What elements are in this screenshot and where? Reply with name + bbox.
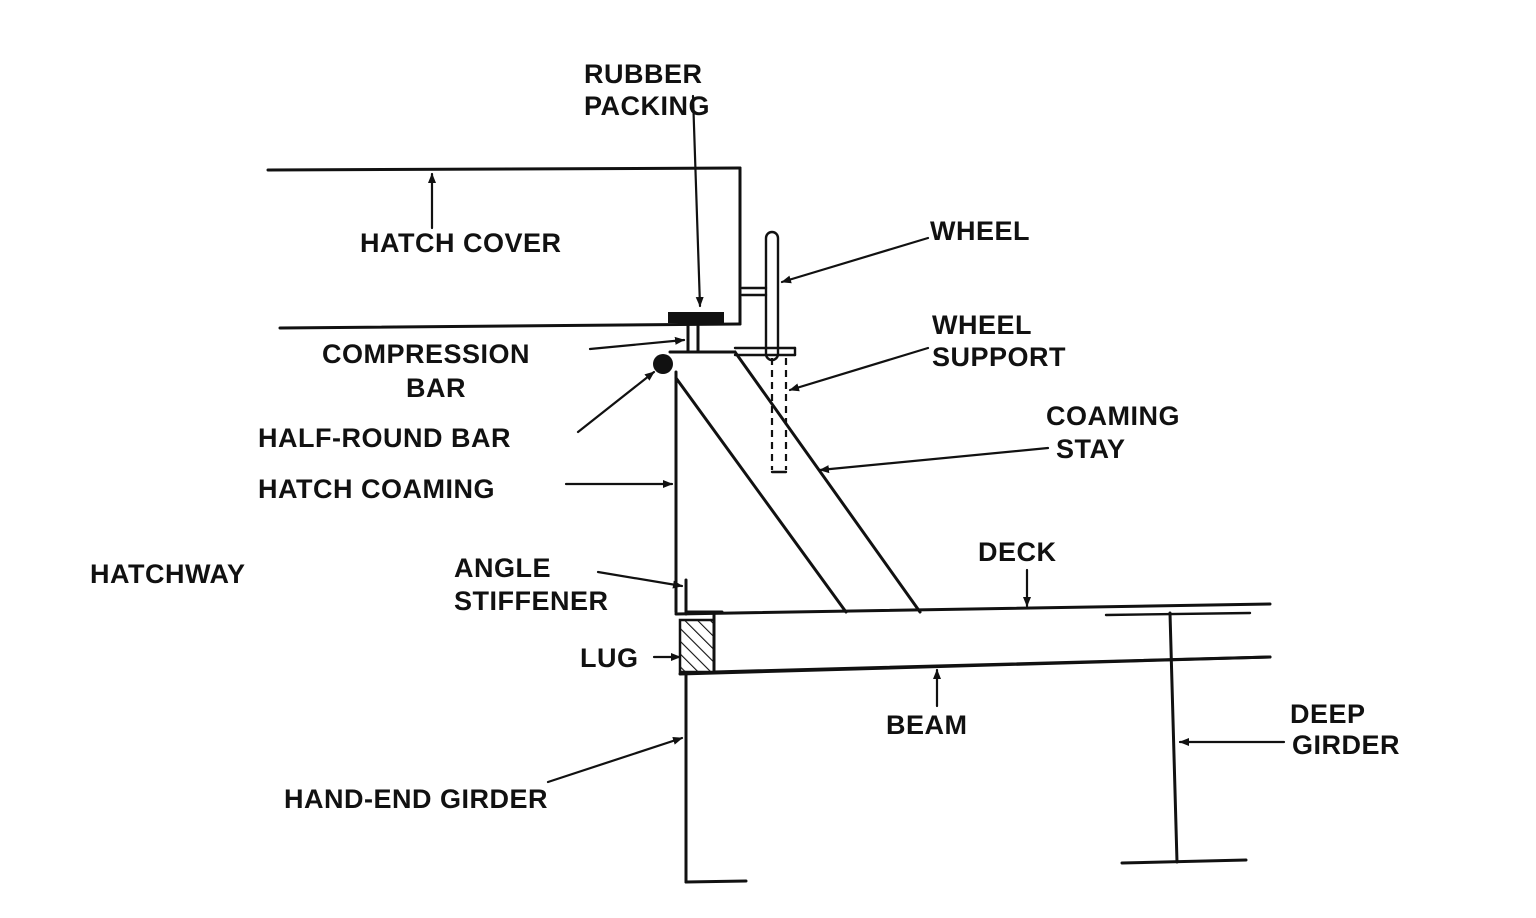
hand-end-girder — [678, 655, 1272, 884]
rubber-packing-label-line1: RUBBER — [584, 59, 703, 89]
half-round-bar-leader — [576, 370, 656, 434]
compression-bar-leader — [588, 336, 686, 351]
hatch-cover — [266, 166, 742, 330]
coaming-stay-label-line1: COAMING — [1046, 401, 1180, 431]
deep-girder-label-line1: DEEP — [1290, 699, 1366, 729]
beam — [712, 612, 1272, 674]
angle-stiffener-label-line1: ANGLE — [454, 553, 551, 583]
wheel-support — [733, 346, 797, 474]
hatch-coaming-label: HATCH COAMING — [258, 474, 495, 504]
compression-bar-label-line2: BAR — [406, 373, 466, 403]
leader-lines — [428, 94, 1286, 784]
rubber-packing-leader — [691, 94, 704, 308]
wheel-support-label-line2: SUPPORT — [932, 342, 1066, 372]
hand-end-girder-label: HAND-END GIRDER — [284, 784, 548, 814]
compression-bar-label-line1: COMPRESSION — [322, 339, 530, 369]
lug-label: LUG — [580, 643, 639, 673]
coaming-stay-leader — [818, 446, 1050, 474]
lug — [678, 618, 716, 674]
wheel-leader — [780, 236, 930, 284]
wheel-support-label-line1: WHEEL — [932, 310, 1032, 340]
hatchway-label: HATCHWAY — [90, 559, 246, 589]
hatch-cover-label: HATCH COVER — [360, 228, 562, 258]
wheel-label: WHEEL — [930, 216, 1030, 246]
compression-bar — [686, 324, 700, 354]
deep-girder — [1120, 611, 1248, 865]
half-round-bar-label: HALF-ROUND BAR — [258, 423, 511, 453]
deep-girder-label-line2: GIRDER — [1292, 730, 1400, 760]
deck — [674, 602, 1272, 617]
angle-stiffener-leader — [596, 570, 684, 589]
wheel-support-leader — [788, 346, 930, 392]
rubber-packing-label-line2: PACKING — [584, 91, 710, 121]
wheel — [740, 230, 780, 362]
labels: RUBBER PACKING HATCH COVER WHEEL WHEEL S… — [90, 59, 1400, 814]
coaming-stay-label-line2: STAY — [1056, 434, 1126, 464]
rubber-packing — [668, 312, 724, 323]
hand-end-girder-leader — [546, 736, 684, 784]
hatch-coaming — [668, 350, 737, 614]
half-round-bar — [653, 354, 673, 374]
beam-label: BEAM — [886, 710, 968, 740]
deck-label: DECK — [978, 537, 1057, 567]
angle-stiffener-label-line2: STIFFENER — [454, 586, 609, 616]
angle-stiffener — [684, 578, 724, 616]
coaming-stay — [674, 350, 922, 614]
